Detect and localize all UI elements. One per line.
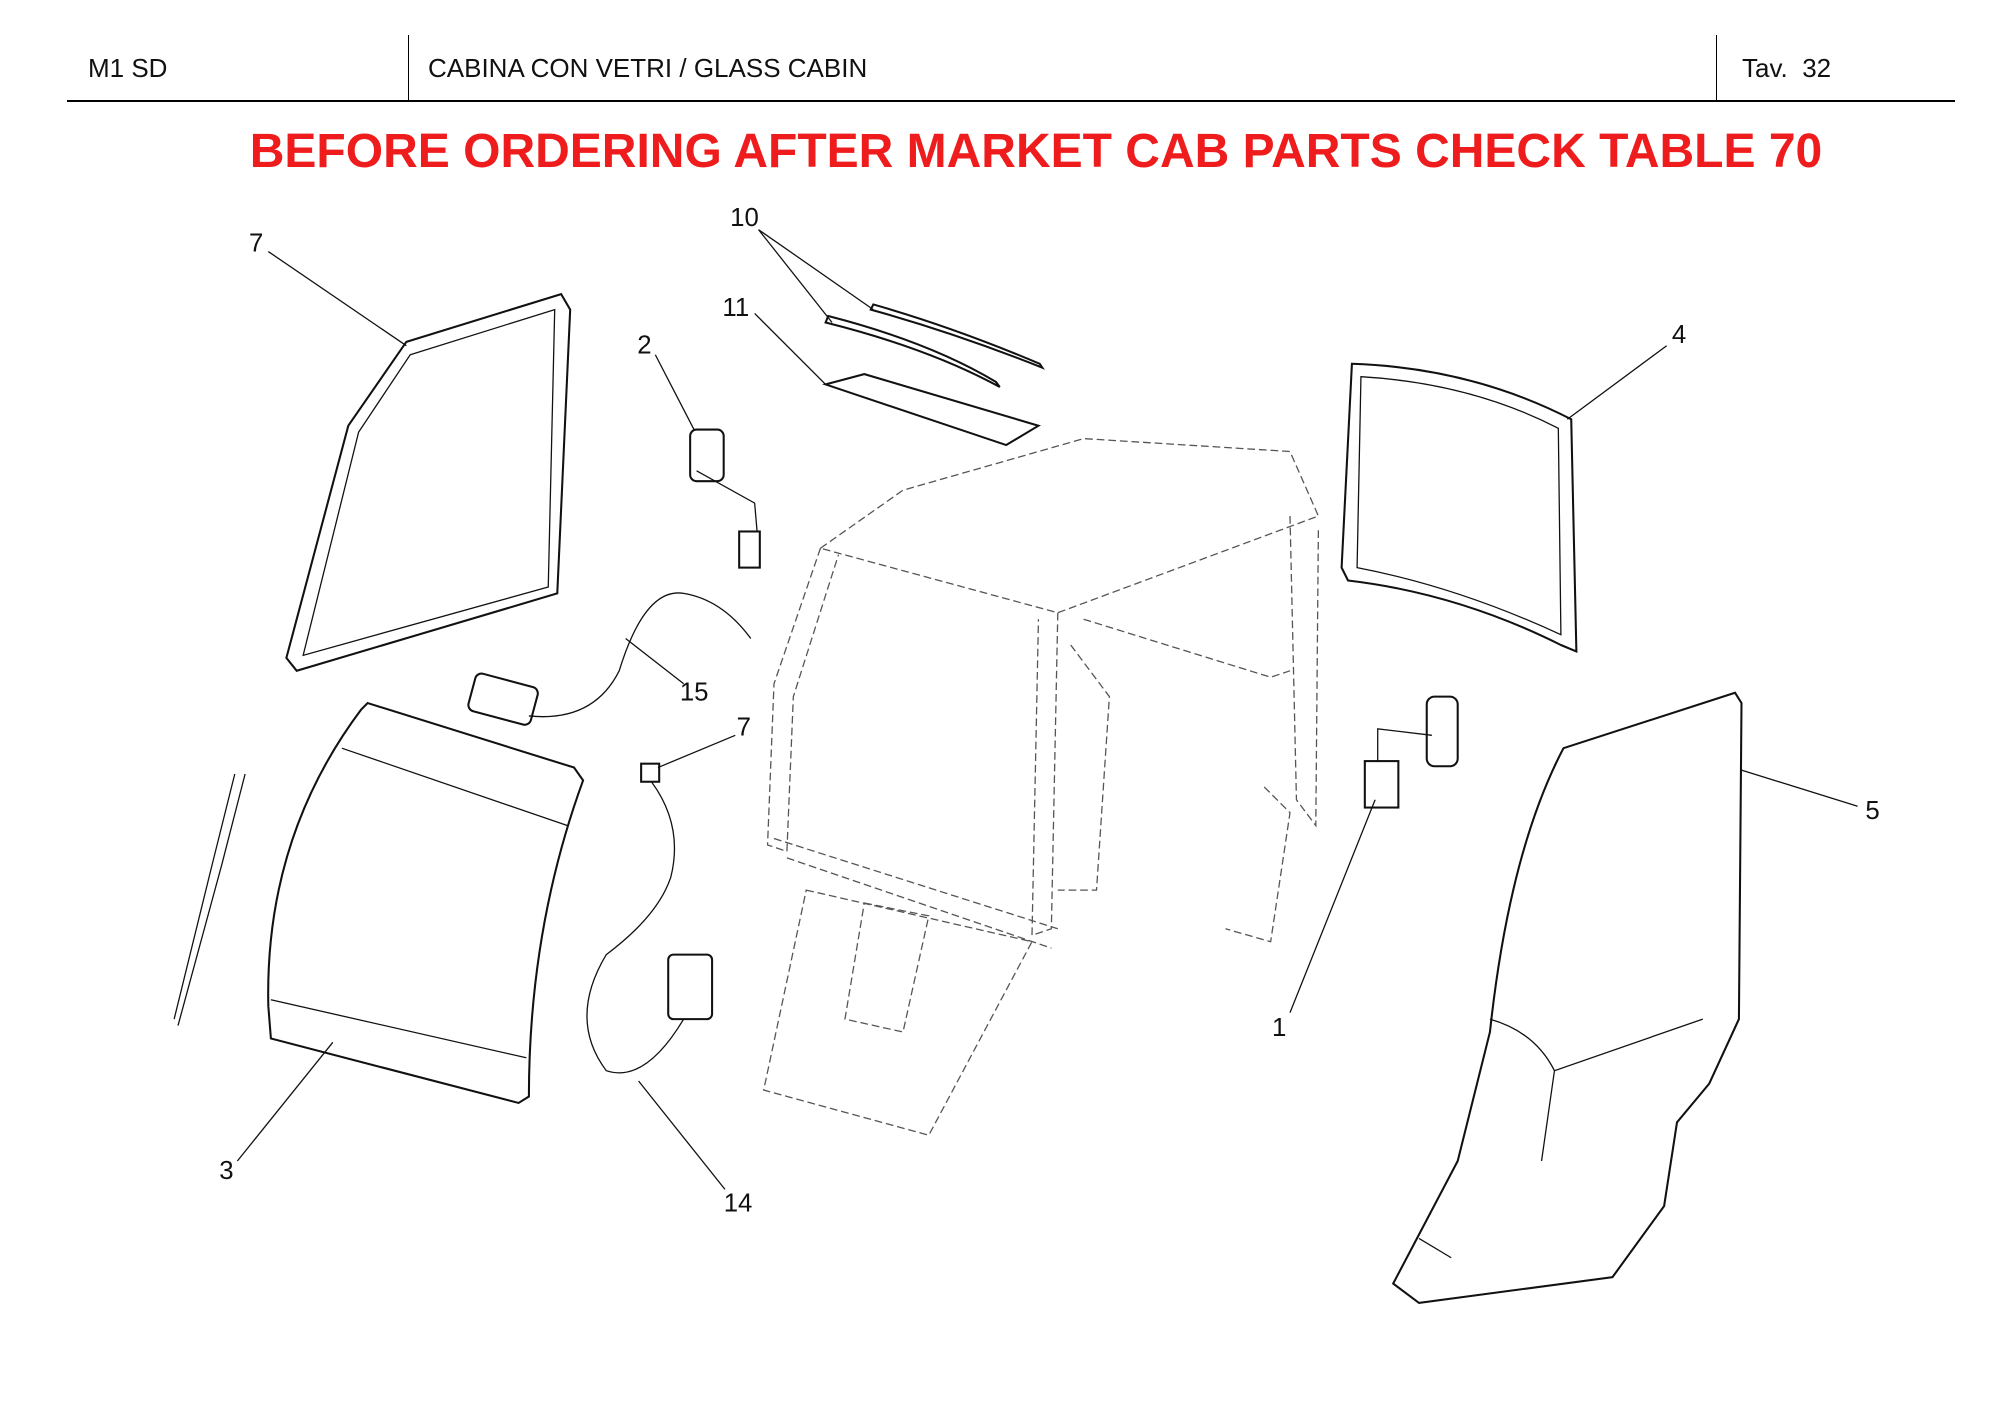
callout-11: 11 <box>722 294 749 322</box>
wiper-arm <box>173 773 246 1026</box>
cab-frame <box>762 437 1320 1136</box>
leader-lines <box>236 229 1858 1190</box>
callout-10: 10 <box>730 204 759 232</box>
callout-4: 4 <box>1672 321 1686 349</box>
callout-2: 2 <box>637 331 651 359</box>
part-2-mirror <box>689 428 761 569</box>
callout-1: 1 <box>1272 1014 1286 1042</box>
header-divider <box>1716 35 1717 101</box>
part-11-glass-panel <box>822 373 1041 447</box>
part-10-seal-strip <box>824 314 1001 388</box>
callout-15: 15 <box>680 678 709 706</box>
callout-6: 7 <box>249 230 263 258</box>
header-divider <box>408 35 409 101</box>
callout-7: 7 <box>737 713 751 741</box>
model-code: M1 SD <box>88 52 168 83</box>
drawing-title: CABINA CON VETRI / GLASS CABIN <box>428 52 868 83</box>
part-1-mirror <box>1363 695 1459 809</box>
ordering-notice: BEFORE ORDERING AFTER MARKET CAB PARTS C… <box>249 125 1823 178</box>
callout-14: 14 <box>724 1189 753 1217</box>
table-number: Tav. 32 <box>1742 52 1832 83</box>
part-7-connector <box>640 762 661 783</box>
part-5-side-glass <box>1391 691 1743 1304</box>
washer-reservoir <box>667 953 714 1021</box>
callout-3: 3 <box>219 1157 233 1185</box>
part-4-rear-glass <box>1340 362 1578 654</box>
callout-5: 5 <box>1865 797 1879 825</box>
header-rule <box>67 100 1955 102</box>
part-3-front-glass <box>267 701 585 1105</box>
part-6-door-glass <box>285 292 572 672</box>
wiper-motor <box>467 672 539 726</box>
